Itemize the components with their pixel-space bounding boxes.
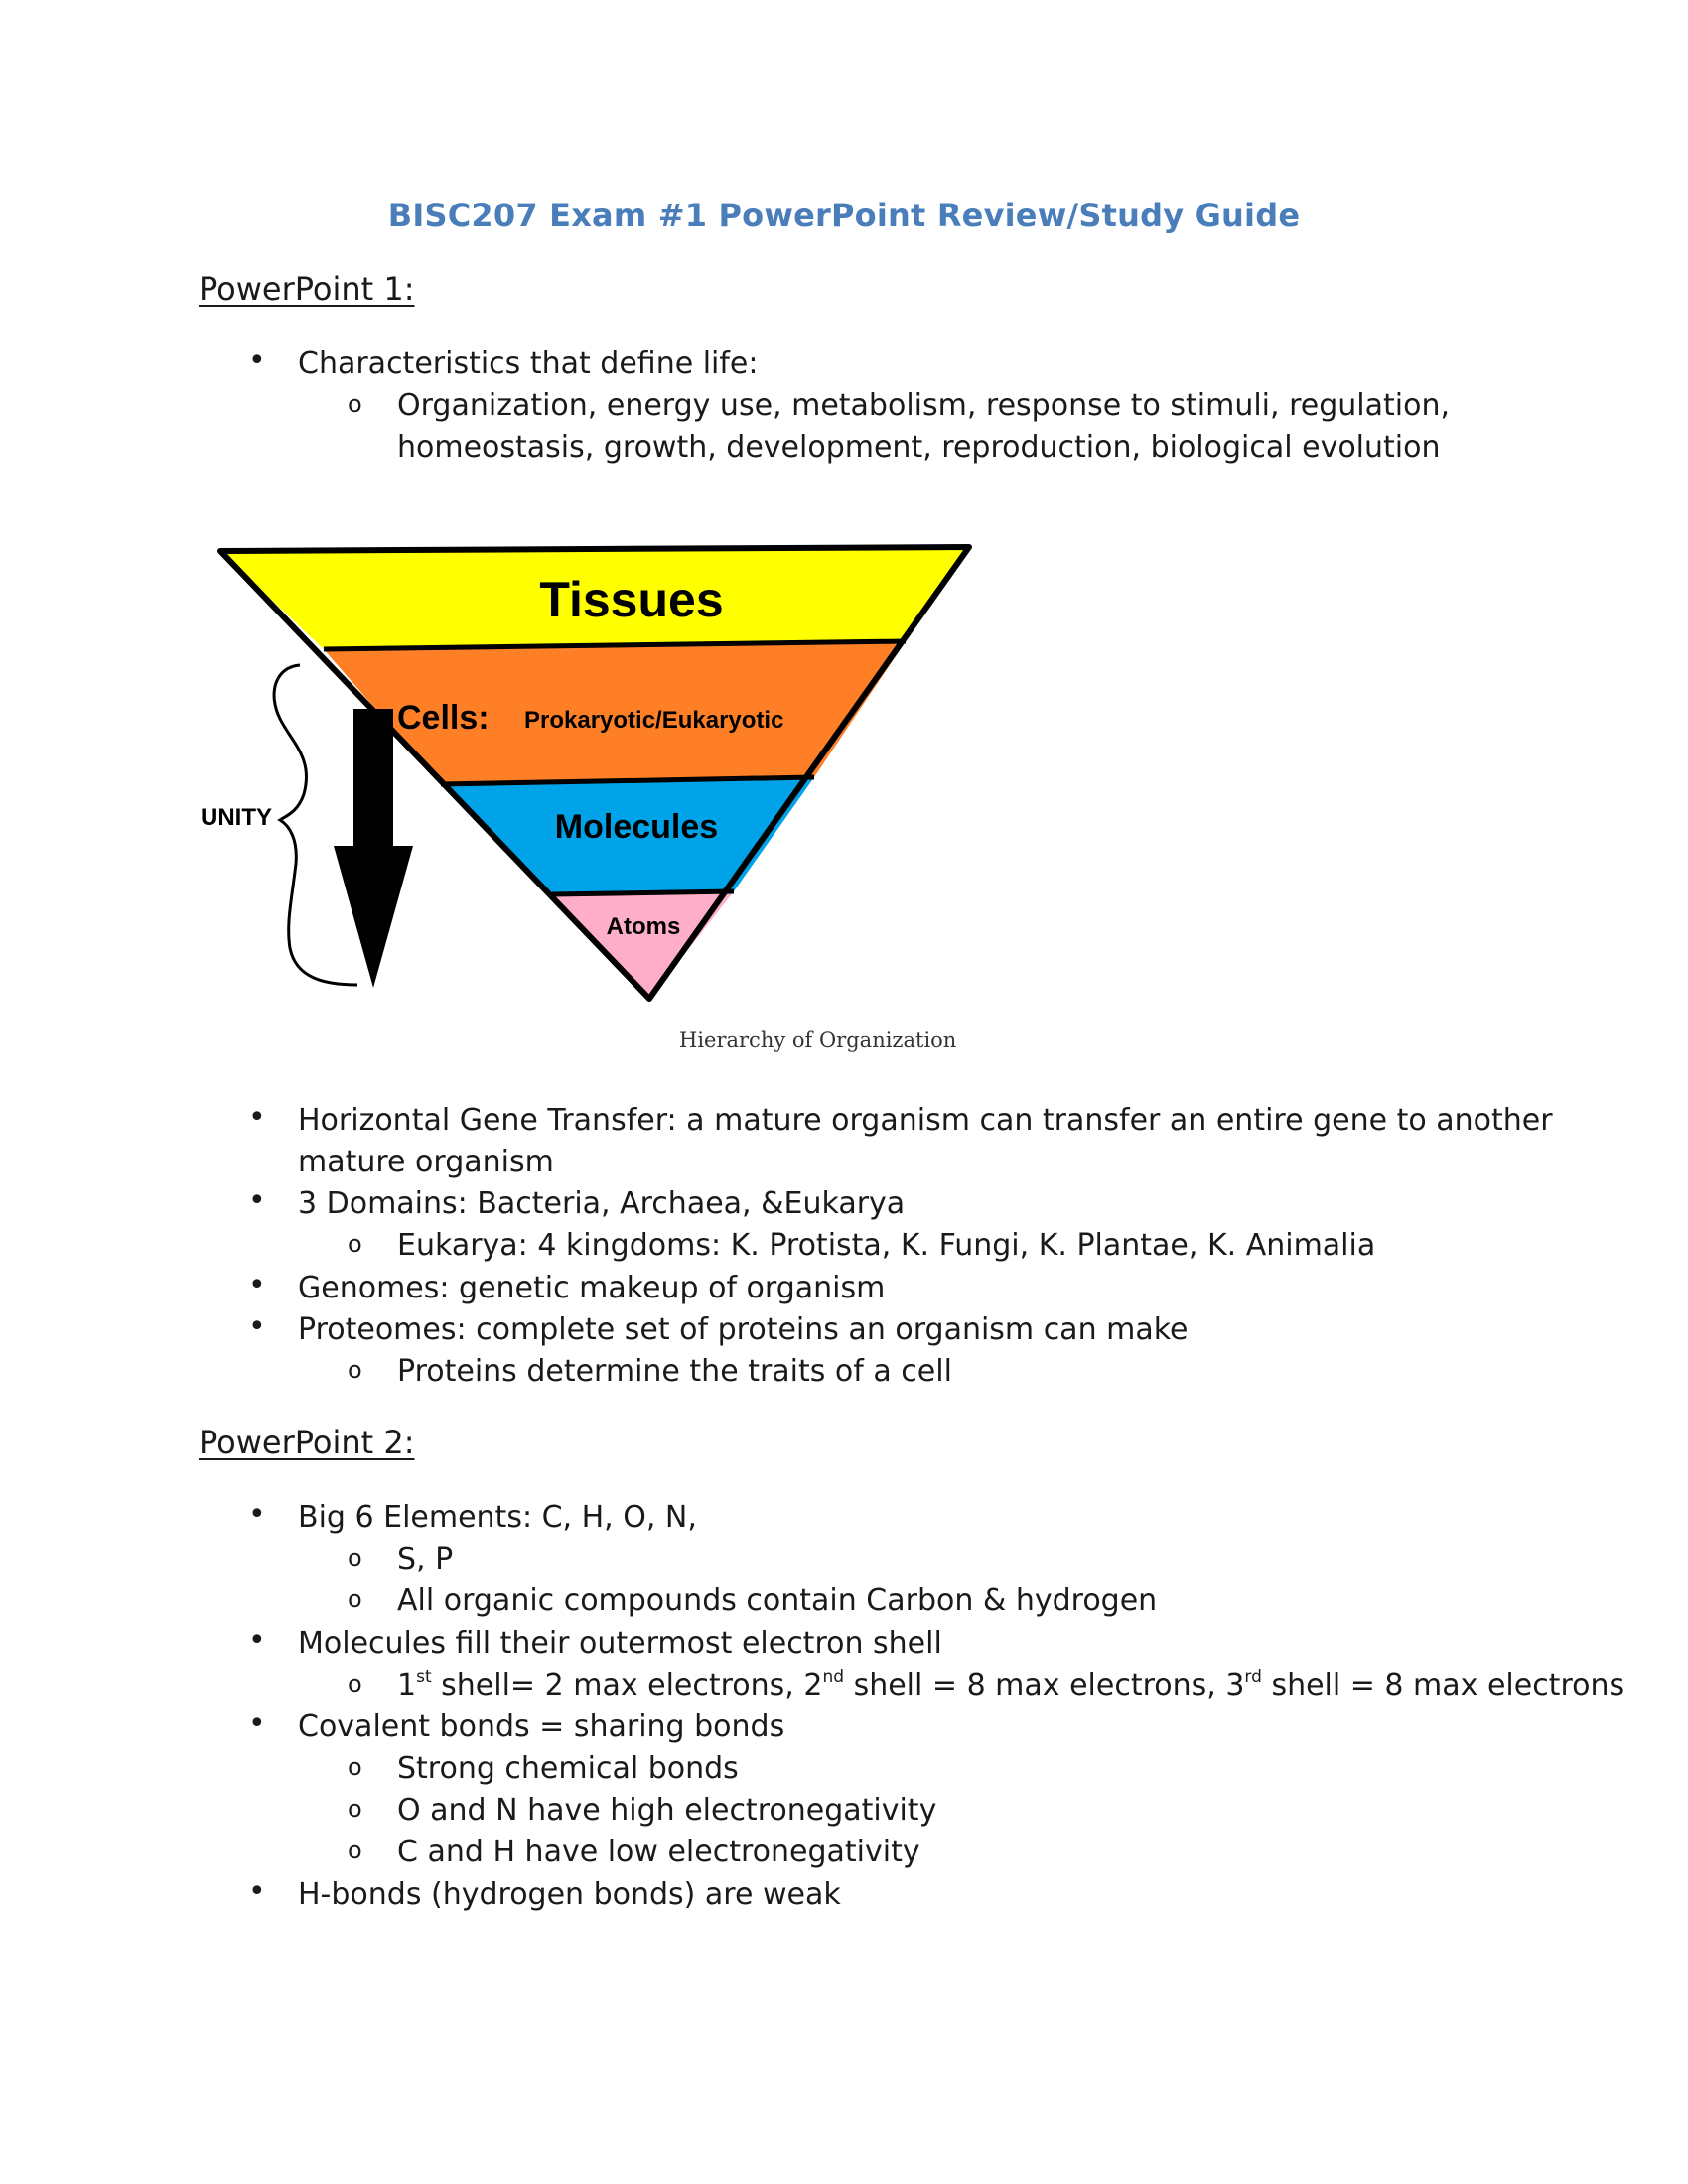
list-item: C and H have low electronegativity [397, 1835, 920, 1869]
unity-label: UNITY [201, 804, 272, 831]
document-title: BISC207 Exam #1 PowerPoint Review/Study … [387, 197, 1301, 234]
diagram-caption: Hierarchy of Organization [679, 1028, 957, 1052]
list-item: Proteomes: complete set of proteins an o… [298, 1312, 1189, 1347]
list-item: H-bonds (hydrogen bonds) are weak [298, 1877, 841, 1912]
cells-label: Cells: [397, 699, 490, 737]
bullet-icon: • [248, 1183, 266, 1218]
sub-bullet-icon: o [348, 1544, 362, 1571]
bullet-icon: • [248, 1100, 266, 1135]
list-item: Strong chemical bonds [397, 1751, 739, 1786]
shell-text: shell= 2 max electrons, 2 [431, 1668, 823, 1703]
section-heading-powerpoint-1: PowerPoint 1: [199, 270, 415, 308]
bullet-icon: • [248, 1623, 266, 1658]
bullet-icon: • [248, 1497, 266, 1532]
list-item: 3 Domains: Bacteria, Archaea, &Eukarya [298, 1186, 906, 1221]
superscript: rd [1244, 1667, 1262, 1687]
sub-bullet-icon: o [348, 1670, 362, 1698]
cells-sub-label: Prokaryotic/Eukaryotic [524, 707, 783, 734]
list-item-shells: 1st shell= 2 max electrons, 2nd shell = … [397, 1665, 1624, 1706]
sub-bullet-icon: o [348, 1753, 362, 1781]
bullet-icon: • [248, 1309, 266, 1344]
section-heading-powerpoint-2: PowerPoint 2: [199, 1424, 415, 1461]
atoms-band [552, 891, 734, 999]
bullet-icon: • [248, 343, 266, 378]
tissues-band [220, 547, 969, 649]
down-arrow-shaft [353, 709, 393, 848]
shell-text: shell = 8 max electrons [1261, 1668, 1625, 1703]
list-item: Horizontal Gene Transfer: a mature organ… [298, 1103, 1553, 1138]
list-item: All organic compounds contain Carbon & h… [397, 1583, 1158, 1618]
down-arrow-head [334, 846, 413, 988]
list-item: O and N have high electronegativity [397, 1793, 937, 1828]
list-item-continuation: mature organism [298, 1145, 554, 1179]
shell-text: shell = 8 max electrons, 3 [844, 1668, 1245, 1703]
unity-brace [272, 663, 358, 987]
bullet-icon: • [248, 1706, 266, 1741]
list-item: Big 6 Elements: C, H, O, N, [298, 1500, 697, 1535]
superscript: st [416, 1667, 432, 1687]
sub-bullet-icon: o [348, 1795, 362, 1823]
sub-bullet-icon: o [348, 1585, 362, 1613]
list-item: Organization, energy use, metabolism, re… [397, 388, 1450, 423]
list-item: Eukarya: 4 kingdoms: K. Protista, K. Fun… [397, 1228, 1376, 1263]
bullet-icon: • [248, 1874, 266, 1909]
triangle-outline [217, 544, 972, 1002]
list-item: Covalent bonds = sharing bonds [298, 1709, 785, 1744]
superscript: nd [822, 1667, 845, 1687]
sub-bullet-icon: o [348, 390, 362, 418]
list-item: Molecules fill their outermost electron … [298, 1626, 942, 1661]
list-item: Genomes: genetic makeup of organism [298, 1271, 886, 1305]
sub-bullet-icon: o [348, 1356, 362, 1384]
cells-band [324, 641, 906, 784]
atoms-label: Atoms [607, 913, 681, 940]
molecules-label: Molecules [555, 808, 718, 846]
bullet-icon: • [248, 1268, 266, 1302]
sub-bullet-icon: o [348, 1230, 362, 1258]
shell-text: 1 [397, 1668, 417, 1703]
list-item: S, P [397, 1542, 454, 1576]
list-item-continuation: homeostasis, growth, development, reprod… [397, 430, 1441, 465]
list-item: Proteins determine the traits of a cell [397, 1354, 952, 1389]
list-item: Characteristics that define life: [298, 346, 759, 381]
sub-bullet-icon: o [348, 1837, 362, 1864]
molecules-band [441, 777, 814, 894]
tissues-label: Tissues [539, 572, 723, 627]
